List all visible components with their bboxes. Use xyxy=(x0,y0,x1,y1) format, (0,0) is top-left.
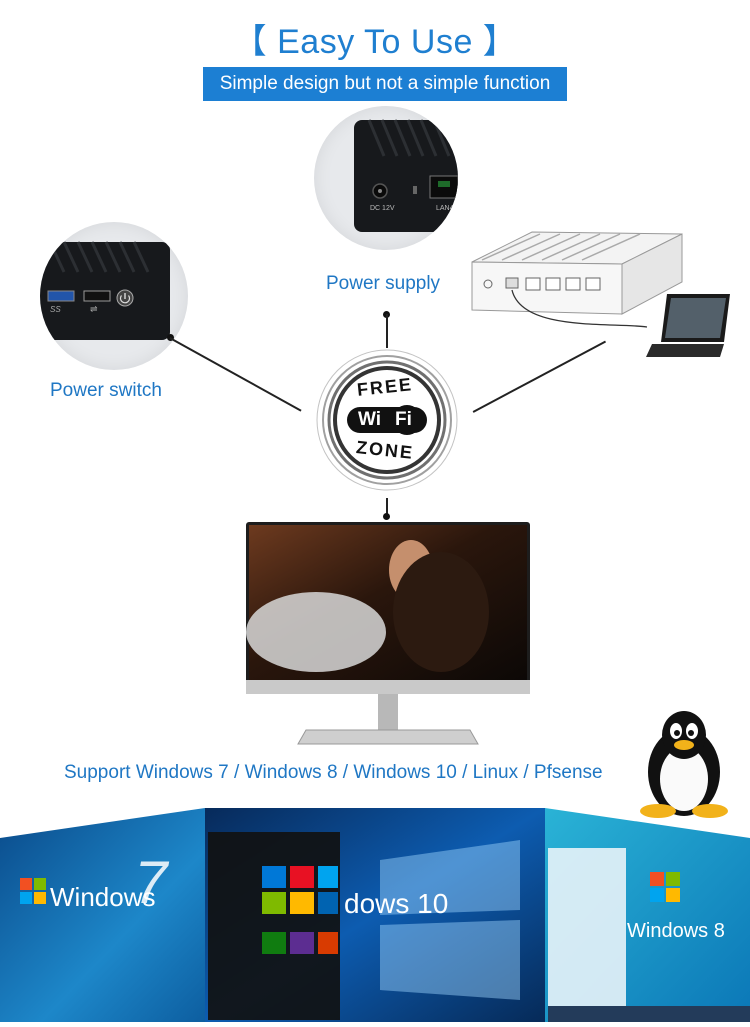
subtitle-banner: Simple design but not a simple function xyxy=(203,67,567,101)
usb2-mark: ⇌ xyxy=(90,304,98,314)
connector-line xyxy=(386,498,388,514)
wifi-zone-badge xyxy=(316,349,458,491)
dc-port-label: DC 12V xyxy=(370,205,395,212)
connector-line xyxy=(386,314,388,348)
wifi-fi-text: Fi xyxy=(395,409,412,430)
connector-line xyxy=(169,337,302,412)
monitor-illustration xyxy=(246,522,530,745)
lan-port-label: LAN4 xyxy=(436,205,454,212)
power-switch-label: Power switch xyxy=(50,380,162,401)
windows7-number: 7 xyxy=(134,849,168,916)
windows7-label: Windows xyxy=(50,882,156,912)
os-support-text: Support Windows 7 / Windows 8 / Windows … xyxy=(64,762,603,783)
power-supply-photo xyxy=(354,119,458,232)
connector-dot xyxy=(383,513,390,520)
wifi-wi-text: Wi xyxy=(358,409,382,430)
page-title: 【 Easy To Use 】 xyxy=(232,23,518,61)
power-supply-detail: DC 12V LAN4 xyxy=(314,106,458,250)
windows10-label: dows 10 xyxy=(344,888,449,919)
usb3-mark: SS xyxy=(50,305,61,314)
power-supply-label: Power supply xyxy=(326,273,441,294)
power-switch-photo xyxy=(40,241,170,340)
windows8-label: Windows 8 xyxy=(627,920,725,942)
linux-penguin-icon xyxy=(640,711,728,818)
power-switch-detail: SS ⇌ xyxy=(40,222,188,370)
os-panels-background xyxy=(0,808,750,1022)
router-laptop-illustration xyxy=(471,231,730,357)
os-screenshot-strip: Windows 7 dows 10 Windows 8 xyxy=(0,800,750,1022)
